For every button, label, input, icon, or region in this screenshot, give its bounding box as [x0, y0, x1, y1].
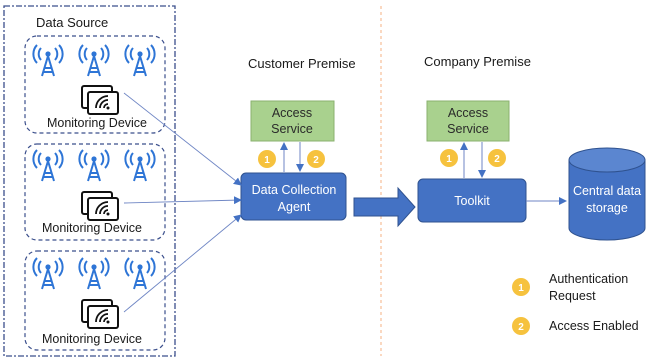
legend-item-1: 1 Authentication Request [512, 272, 628, 303]
monitoring-device-label: Monitoring Device [42, 332, 142, 346]
customer-access-service-label: Access [272, 106, 312, 120]
legend-item-2-label: Access Enabled [549, 319, 639, 333]
company-badge-2: 2 [488, 149, 506, 167]
toolkit-label: Toolkit [454, 194, 490, 208]
company-access-service-label: Access [448, 106, 488, 120]
antenna-tower-icon [78, 149, 110, 182]
device-group-frame [24, 143, 166, 241]
customer-premise-title: Customer Premise [248, 56, 356, 71]
company-premise-title: Company Premise [424, 54, 531, 69]
antenna-tower-icon [124, 149, 156, 182]
monitoring-device-label: Monitoring Device [42, 221, 142, 235]
svg-text:1: 1 [264, 155, 270, 166]
device-group-1: Monitoring Device [24, 35, 166, 134]
svg-text:2: 2 [494, 154, 500, 165]
company-badge-1: 1 [440, 149, 458, 167]
antenna-tower-icon [78, 44, 110, 77]
monitoring-device-label: Monitoring Device [47, 116, 147, 130]
device-group-2: Monitoring Device [24, 143, 166, 241]
data-collection-agent-label: Data Collection [252, 183, 337, 197]
monitoring-device-icon [81, 299, 119, 329]
central-data-storage-label: Central data [573, 184, 641, 198]
legend-item-1-label-2: Request [549, 289, 596, 303]
customer-badge-1: 1 [258, 150, 276, 168]
company-access-service-label-2: Service [447, 122, 489, 136]
antenna-tower-icon [32, 257, 64, 290]
data-source-title: Data Source [36, 15, 108, 30]
monitoring-device-icon [81, 191, 119, 221]
monitoring-device-icon [81, 85, 119, 115]
device-group-frame [24, 250, 166, 351]
antenna-tower-icon [32, 149, 64, 182]
legend-item-1-label: Authentication [549, 272, 628, 286]
antenna-tower-icon [124, 44, 156, 77]
device-2-to-agent-arrow [123, 196, 242, 205]
customer-access-service-box [250, 100, 335, 142]
central-data-storage-label-2: storage [586, 201, 628, 215]
device-group-frame [24, 35, 166, 134]
agent-to-toolkit-block-arrow [353, 186, 416, 228]
antenna-tower-icon [124, 257, 156, 290]
svg-text:2: 2 [313, 155, 319, 166]
legend-item-2: 2 Access Enabled [512, 317, 639, 335]
data-source-panel [3, 5, 176, 357]
antenna-tower-icon [32, 44, 64, 77]
central-data-storage-icon [568, 147, 646, 241]
antenna-tower-icon [78, 257, 110, 290]
svg-text:1: 1 [518, 283, 524, 294]
device-1-to-agent-arrow [123, 92, 242, 186]
customer-badge-2: 2 [307, 150, 325, 168]
company-access-service-box [426, 100, 510, 142]
legend: 1 Authentication Request 2 Access Enable… [512, 272, 639, 335]
svg-text:1: 1 [446, 154, 452, 165]
data-collection-agent-label-2: Agent [278, 200, 311, 214]
device-3-to-agent-arrow [123, 214, 242, 313]
svg-text:2: 2 [518, 322, 524, 333]
customer-access-service-label-2: Service [271, 122, 313, 136]
device-group-3: Monitoring Device [24, 250, 166, 351]
